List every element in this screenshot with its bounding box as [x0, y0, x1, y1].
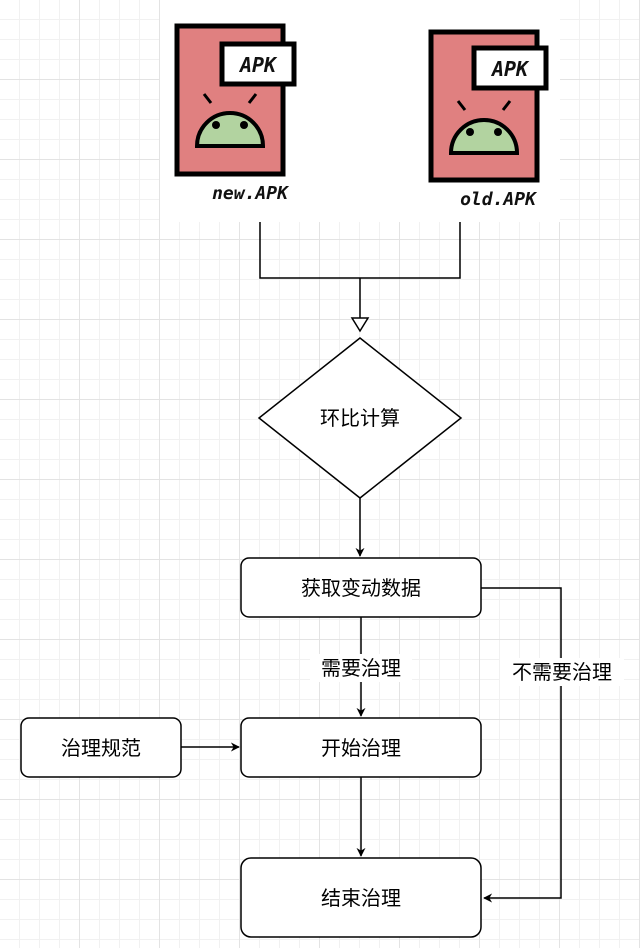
start-governance-label: 开始治理	[321, 736, 401, 760]
end-governance-label: 结束治理	[321, 886, 401, 910]
get-changes-label: 获取变动数据	[301, 576, 421, 600]
apk-badge	[219, 41, 297, 87]
android-icon	[448, 100, 520, 155]
end-governance-box	[240, 857, 482, 938]
old-apk-caption: old.APK	[460, 189, 538, 210]
apk-badge-label: APK	[490, 57, 530, 81]
android-icon	[194, 93, 266, 148]
edge-label-bg	[310, 654, 412, 682]
needs-governance-label: 需要治理	[321, 656, 401, 680]
new-apk-icon: APK new.APK	[174, 23, 297, 204]
old-apk-icon: APK old.APK	[428, 29, 549, 210]
apk-badge-label: APK	[238, 53, 278, 77]
connector-apk-merge	[259, 222, 461, 279]
new-apk-caption: new.APK	[212, 183, 290, 204]
apk-badge	[471, 45, 549, 91]
ratio-calc-label: 环比计算	[320, 406, 400, 430]
edge-label-bg	[500, 658, 624, 686]
open-arrow-head	[350, 317, 370, 333]
governance-standard-label: 治理规范	[61, 736, 141, 760]
connector-changes-to-end	[481, 587, 562, 903]
no-governance-label: 不需要治理	[512, 660, 612, 684]
